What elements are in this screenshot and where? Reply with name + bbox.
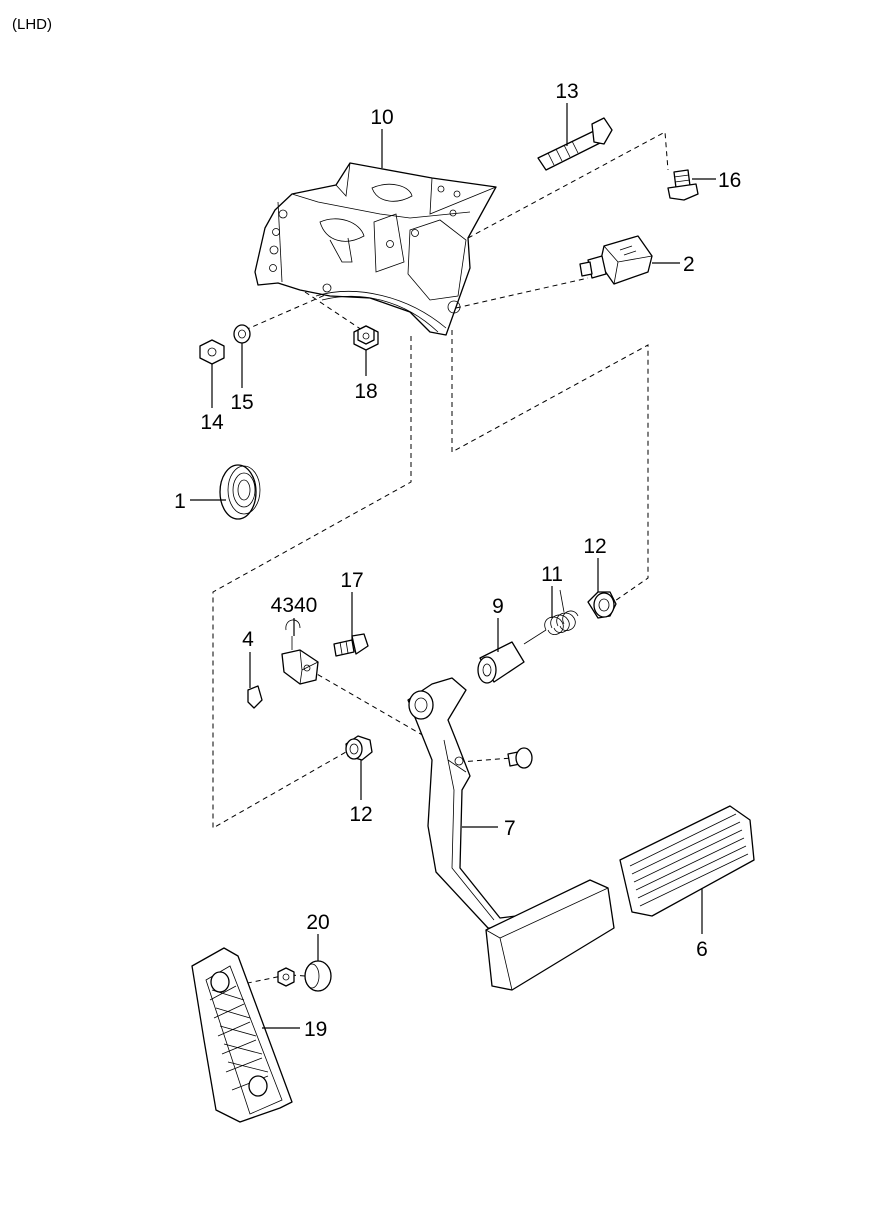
callout-13: 13 (555, 80, 578, 103)
callout-15: 15 (230, 391, 253, 414)
nut-part-14 (199, 339, 225, 365)
callout-19: 19 (304, 1018, 327, 1041)
callout-9: 9 (492, 595, 504, 618)
grommet-part-1 (219, 464, 261, 520)
callout-4340: 4340 (271, 594, 318, 617)
flange-nut-part-18 (353, 325, 379, 351)
bolt-part-13 (537, 117, 613, 171)
callout-6: 6 (696, 938, 708, 961)
callout-14: 14 (200, 411, 224, 434)
bolt-part-16 (667, 169, 699, 201)
callout-7: 7 (504, 817, 516, 840)
callout-17: 17 (340, 569, 363, 592)
pedal-pad-part-6 (619, 805, 755, 917)
bushing-part-12-top (587, 591, 617, 619)
callout-20: 20 (306, 911, 329, 934)
callout-2: 2 (683, 253, 695, 276)
bolt-part-17 (333, 633, 369, 657)
callout-12-bottom: 12 (349, 803, 372, 826)
callout-16: 16 (718, 169, 741, 192)
callout-11: 11 (541, 563, 563, 586)
pedal-bracket-part-10 (254, 162, 497, 336)
sleeve-part-9 (477, 641, 525, 684)
washer-part-15 (233, 324, 251, 344)
stop-lamp-switch-part-2 (579, 235, 653, 285)
callout-labels: 13 10 16 2 14 15 18 1 12 11 9 17 4340 4 … (174, 80, 741, 1041)
assembly-guide-lines (212, 131, 669, 986)
callout-12-top: 12 (583, 535, 606, 558)
variant-label: (LHD) (12, 16, 52, 33)
callout-18: 18 (354, 380, 377, 403)
switch-part-4340 (281, 619, 319, 685)
cap-part-20 (304, 960, 332, 992)
bushing-part-12-bottom (345, 735, 373, 761)
callout-1: 1 (174, 490, 186, 513)
callout-leaders (190, 103, 716, 1029)
return-spring-part-11 (523, 589, 579, 645)
callout-10: 10 (370, 106, 393, 129)
pivot-bolt (507, 747, 533, 769)
callout-4: 4 (242, 628, 254, 651)
accelerator-nut (277, 967, 295, 987)
pin-part-4 (247, 685, 263, 709)
accelerator-pedal-part-19 (191, 947, 293, 1123)
brake-pedal-arm-part-7 (407, 677, 615, 991)
